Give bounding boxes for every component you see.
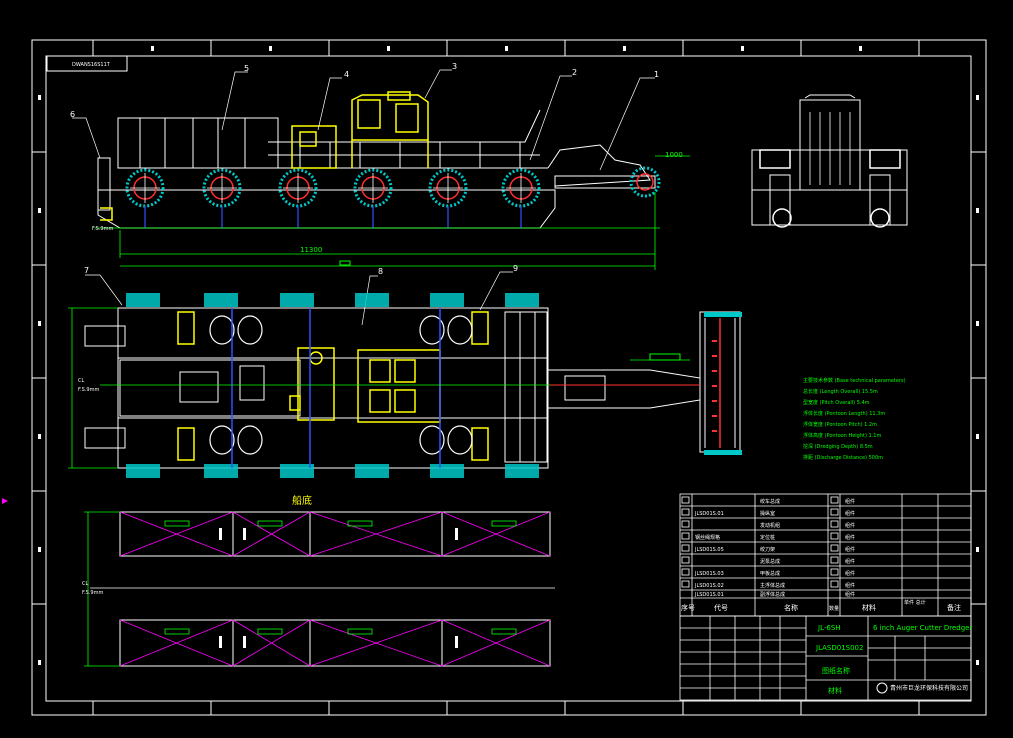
parts-header-qty: 数量 [829, 605, 839, 612]
parts-mat: 组件 [845, 522, 855, 529]
svg-text:6: 6 [70, 110, 75, 119]
parts-mat: 组件 [845, 570, 855, 577]
svg-text:3: 3 [452, 62, 457, 71]
spec-line: 排距 (Discharge Distance) 500m [803, 454, 883, 461]
pontoon-title: 船底 [292, 494, 312, 507]
svg-text:9: 9 [513, 264, 518, 273]
parts-code: 钢丝绳规格 [695, 534, 720, 541]
svg-text:7: 7 [84, 266, 89, 275]
zone-ticks [32, 40, 986, 715]
wheel-dia-dim: 1000 [665, 151, 683, 159]
zone-markers [38, 46, 979, 665]
pontoon-cl-label: CL [82, 581, 88, 587]
parts-mat: 组件 [845, 558, 855, 565]
cursor-marker-icon [2, 498, 8, 504]
parts-mat: 组件 [845, 498, 855, 505]
side-datum-label: F.S.9mm [92, 226, 113, 232]
parts-name: 发动机组 [760, 522, 780, 529]
model-number: JL-6SH [817, 624, 841, 632]
end-view [751, 94, 908, 228]
stamp-box [46, 55, 128, 72]
drawing-number: JLASD01S002 [815, 644, 863, 652]
drawing-title-en: 6 inch Auger Cutter Dredger [873, 624, 972, 632]
plan-tires [126, 293, 539, 478]
stamp-text: DWANS16S11T [72, 62, 111, 68]
side-tires [125, 166, 661, 228]
svg-text:8: 8 [378, 267, 383, 276]
parts-name: 副浮体总成 [760, 591, 785, 598]
parts-code: JLSD01S.01 [694, 592, 724, 598]
parts-header-weight: 单件 总计 [904, 599, 926, 606]
parts-code: JLSD01S.03 [694, 571, 724, 577]
parts-code: JLSD01S.05 [694, 547, 724, 553]
title-block: JL-6SH 6 inch Auger Cutter Dredger JLASD… [679, 615, 972, 701]
parts-header-no: 序号 [681, 603, 695, 612]
parts-name: 主浮体总成 [760, 582, 785, 589]
spec-line: 挖深 (Dredging Depth) 8.5m [803, 443, 873, 450]
pontoon-bottom-view: CL F.S.9mm [82, 511, 555, 667]
pontoon-fs-label: F.S.9mm [82, 590, 103, 596]
parts-name: 操纵室 [760, 510, 775, 517]
plan-view: CL F.S.9mm [68, 293, 742, 478]
overall-length-dim: 11300 [300, 246, 322, 254]
parts-name: 绞刀架 [760, 546, 775, 553]
parts-list: 绞车总成 组件 JLSD01S.01 操纵室 组件 发动机组 组件 钢丝绳规格 … [679, 493, 972, 617]
parts-name: 甲板总成 [760, 570, 780, 577]
svg-text:1: 1 [654, 70, 659, 79]
side-elevation: 11300 1000 F.S.9mm [92, 91, 690, 270]
spec-line: 浮体长度 (Pontoon Length) 11.3m [803, 410, 885, 417]
parts-header-mat: 材料 [862, 603, 876, 612]
svg-text:5: 5 [244, 64, 249, 73]
svg-text:4: 4 [344, 70, 349, 79]
parts-name: 定位桩 [760, 534, 775, 541]
plan-fs-label: F.S.9mm [78, 387, 99, 393]
parts-name: 绞车总成 [760, 498, 780, 505]
parts-mat: 组件 [845, 546, 855, 553]
company-logo-icon [876, 682, 888, 694]
drawing-name: 图纸名称 [822, 666, 850, 675]
parts-mat: 组件 [845, 582, 855, 589]
balloon-leaders [72, 69, 655, 326]
balloon-numbers: 5 4 3 2 1 6 7 8 9 [70, 62, 659, 276]
parts-mat: 组件 [845, 510, 855, 517]
svg-text:2: 2 [572, 68, 577, 77]
parts-code: JLSD01S.02 [694, 583, 724, 589]
material-label: 材料 [828, 686, 842, 695]
plan-cl-label: CL [78, 378, 84, 384]
spec-line: 浮体高度 (Pontoon Height) 1.1m [803, 432, 881, 439]
parts-name: 泥泵总成 [760, 558, 780, 565]
parts-header-name: 名称 [784, 603, 798, 612]
parts-code: JLSD01S.01 [694, 511, 724, 517]
spec-line: 浮体宽度 (Pontoon Pitch) 1.2m [803, 421, 877, 428]
spec-table: 主要技术参数 (Base technical parameters) 总长度 (… [803, 377, 906, 461]
company-name: 青州市巨龙环保科技有限公司 [890, 684, 968, 692]
spec-header: 主要技术参数 (Base technical parameters) [803, 377, 906, 384]
parts-header-note: 备注 [947, 603, 961, 612]
spec-line: 型宽度 (Pitch Overall) 5.4m [803, 399, 870, 406]
parts-mat: 组件 [845, 591, 855, 598]
parts-mat: 组件 [845, 534, 855, 541]
parts-header-code: 代号 [714, 603, 728, 612]
spec-line: 总长度 (Length Overall) 15.5m [803, 388, 878, 395]
